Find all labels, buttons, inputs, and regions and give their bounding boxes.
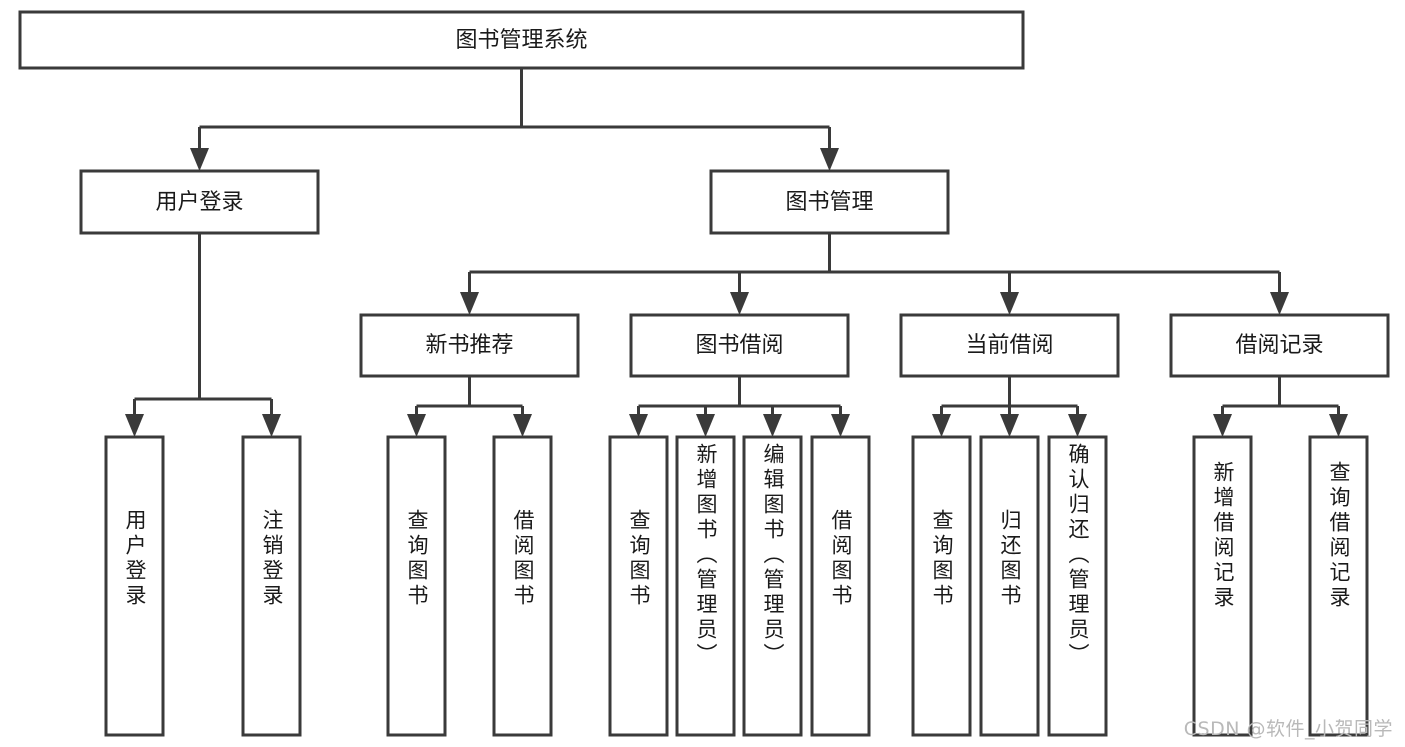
connector-group-borrow-record <box>1213 376 1348 437</box>
node-borrow-record[interactable]: 借阅记录 <box>1169 313 1390 378</box>
node-new-book-recommend-box[interactable] <box>359 313 580 378</box>
node-current-borrow-box[interactable] <box>899 313 1120 378</box>
arrowhead-leaf-confirm-return <box>1068 414 1087 437</box>
connector-group-user-login <box>125 233 281 437</box>
arrowhead-leaf-borrow-book-2 <box>831 414 850 437</box>
node-leaf-confirm-return-box[interactable] <box>1047 435 1108 737</box>
connector-group-current-borrow <box>932 376 1087 437</box>
node-new-book-recommend[interactable]: 新书推荐 <box>359 313 580 378</box>
node-root-box[interactable] <box>18 10 1025 70</box>
node-user-login-label: 用户登录 <box>155 190 243 215</box>
arrowhead-leaf-query-book-3 <box>932 414 951 437</box>
node-user-login[interactable]: 用户登录 <box>79 169 320 235</box>
arrowhead-leaf-user-login <box>125 414 144 437</box>
arrowhead-leaf-edit-book <box>763 414 782 437</box>
arrowhead-leaf-query-book-2 <box>629 414 648 437</box>
arrowhead-book-manage <box>820 148 839 171</box>
node-leaf-return-book-box[interactable] <box>979 435 1040 737</box>
node-book-manage-label: 图书管理 <box>785 190 873 215</box>
node-root[interactable]: 图书管理系统 <box>18 10 1025 70</box>
node-book-borrow-label: 图书借阅 <box>695 333 783 358</box>
arrowhead-leaf-add-book <box>696 414 715 437</box>
node-leaf-add-book-box[interactable] <box>675 435 736 737</box>
arrowhead-new-book-recommend <box>460 292 479 315</box>
node-new-book-recommend-label: 新书推荐 <box>425 333 513 358</box>
node-leaf-query-book-1-box[interactable] <box>386 435 447 737</box>
node-leaf-user-login-box[interactable] <box>104 435 165 737</box>
connector-group-root <box>190 68 839 171</box>
node-current-borrow[interactable]: 当前借阅 <box>899 313 1120 378</box>
node-leaf-borrow-book-2-box[interactable] <box>810 435 871 737</box>
arrowhead-leaf-logout <box>262 414 281 437</box>
node-borrow-record-box[interactable] <box>1169 313 1390 378</box>
arrowhead-leaf-query-book-1 <box>407 414 426 437</box>
node-leaf-add-record-box[interactable] <box>1192 435 1253 737</box>
node-leaf-logout-box[interactable] <box>241 435 302 737</box>
watermark-text: CSDN @软件_小贺同学 <box>1183 718 1393 740</box>
node-root-label: 图书管理系统 <box>455 28 587 53</box>
node-book-borrow[interactable]: 图书借阅 <box>629 313 850 378</box>
node-leaf-edit-book-box[interactable] <box>742 435 803 737</box>
node-book-manage-box[interactable] <box>709 169 950 235</box>
node-book-borrow-box[interactable] <box>629 313 850 378</box>
node-borrow-record-label: 借阅记录 <box>1235 333 1323 358</box>
arrowhead-leaf-query-record <box>1329 414 1348 437</box>
node-leaf-query-book-2-box[interactable] <box>608 435 669 737</box>
arrowhead-leaf-borrow-book-1 <box>513 414 532 437</box>
arrowhead-user-login <box>190 148 209 171</box>
connector-group-book-borrow <box>629 376 850 437</box>
node-user-login-box[interactable] <box>79 169 320 235</box>
arrowhead-leaf-return-book <box>1000 414 1019 437</box>
arrowhead-book-borrow <box>730 292 749 315</box>
connector-group-book-manage <box>460 233 1289 315</box>
arrowhead-borrow-record <box>1270 292 1289 315</box>
node-current-borrow-label: 当前借阅 <box>965 333 1053 358</box>
node-leaf-borrow-book-1-box[interactable] <box>492 435 553 737</box>
node-leaf-query-record-box[interactable] <box>1308 435 1369 737</box>
connector-group-new-book-recommend <box>407 376 532 437</box>
arrowhead-current-borrow <box>1000 292 1019 315</box>
arrowhead-leaf-add-record <box>1213 414 1232 437</box>
node-book-manage[interactable]: 图书管理 <box>709 169 950 235</box>
node-leaf-query-book-3-box[interactable] <box>911 435 972 737</box>
